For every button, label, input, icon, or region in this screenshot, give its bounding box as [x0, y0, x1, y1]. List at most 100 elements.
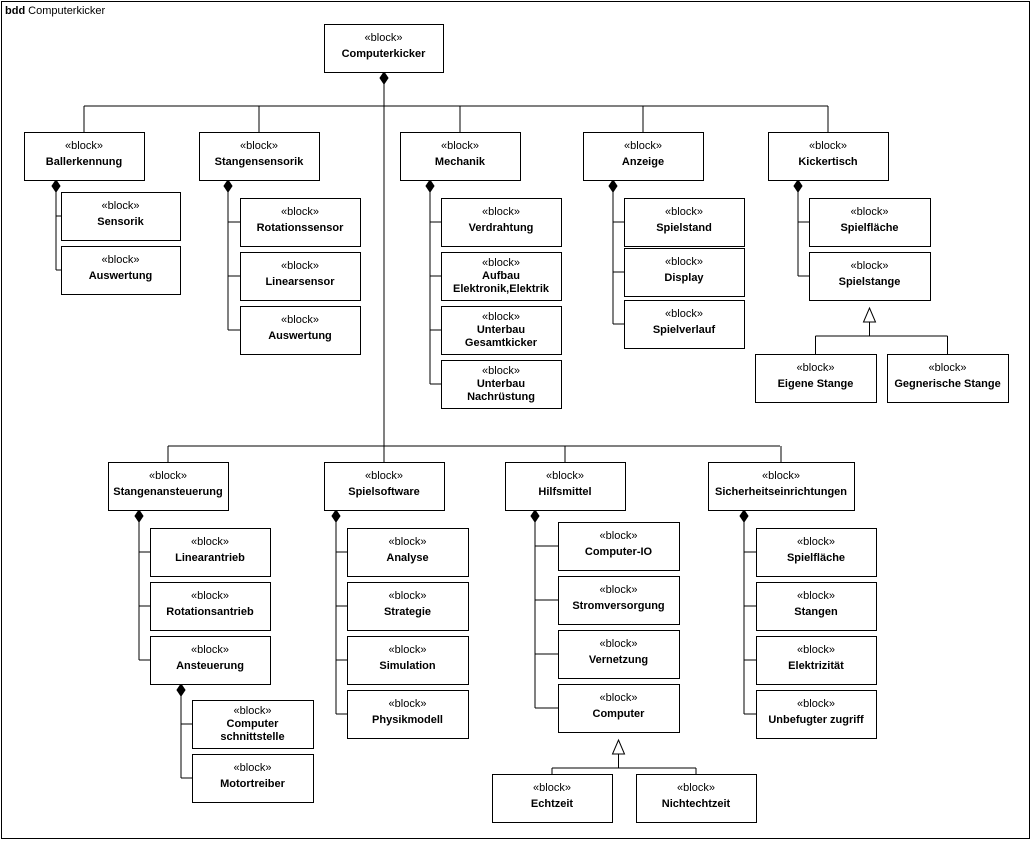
block-stereotype: «block» — [240, 140, 278, 152]
block-box — [558, 522, 680, 571]
block-stereotype: «block» — [665, 256, 703, 268]
block-name: Stangensensorik — [215, 156, 305, 168]
block-box — [324, 462, 445, 511]
block-name: Spielsoftware — [348, 486, 420, 498]
block-box — [756, 690, 877, 739]
block-name: Motortreiber — [220, 778, 286, 790]
block-stereotype: «block» — [797, 590, 835, 602]
block-k_stan: «block»Spielstange — [809, 252, 931, 301]
block-stereotype: «block» — [482, 257, 520, 269]
block-box — [347, 582, 469, 631]
block-name: Eigene Stange — [778, 378, 854, 390]
block-box — [150, 582, 271, 631]
block-name: Linearantrieb — [175, 552, 245, 564]
block-name: Spielstand — [656, 222, 712, 234]
block-h_str: «block»Stromversorgung — [558, 576, 680, 625]
composition-diamond-stsens — [223, 179, 233, 193]
block-stereotype: «block» — [546, 470, 584, 482]
block-stereotype: «block» — [281, 206, 319, 218]
block-box — [558, 630, 680, 679]
block-name: Computer-IO — [585, 546, 653, 558]
block-box — [887, 354, 1009, 403]
block-stereotype: «block» — [533, 782, 571, 794]
block-stereotype: «block» — [191, 644, 229, 656]
composition-diamond-stans — [134, 509, 144, 523]
block-name: Sensorik — [97, 216, 144, 228]
block-box — [756, 528, 877, 577]
block-box — [61, 246, 181, 295]
block-sa_lin: «block» Linearantrieb — [150, 528, 271, 577]
block-stereotype: «block» — [482, 365, 520, 377]
block-stereotype: «block» — [191, 536, 229, 548]
block-name: Auswertung — [268, 330, 332, 342]
block-stereotype: «block» — [482, 311, 520, 323]
block-name: Gegnerische Stange — [894, 378, 1000, 390]
block-stereotype: «block» — [851, 260, 889, 272]
block-name: Stangenansteuerung — [113, 486, 222, 498]
block-name: Sicherheitseinrichtungen — [715, 486, 847, 498]
block-h_ver: «block»Vernetzung — [558, 630, 680, 679]
block-name: Mechanik — [435, 156, 486, 168]
block-box — [636, 774, 757, 823]
block-name: Simulation — [379, 660, 436, 672]
block-box — [768, 132, 889, 181]
block-k_geg: «block»Gegnerische Stange — [887, 354, 1009, 403]
block-si_stan: «block» Stangen — [756, 582, 877, 631]
composition-diamond-kick — [793, 179, 803, 193]
block-name: Echtzeit — [531, 798, 574, 810]
composition-diamond-anz — [608, 179, 618, 193]
block-box — [192, 700, 314, 749]
block-name: Stangen — [794, 606, 838, 618]
block-h_cio: «block»Computer-IO — [558, 522, 680, 571]
block-box — [809, 198, 931, 247]
block-box — [583, 132, 704, 181]
block-sw_st: «block»Strategie — [347, 582, 469, 631]
block-stereotype: «block» — [389, 698, 427, 710]
composition-diamond-soft — [331, 509, 341, 523]
block-box — [240, 252, 361, 301]
generalization-arrow-h_com — [611, 738, 626, 755]
block-baller: «block»Ballerkennung — [24, 132, 145, 181]
block-sw_ph: «block» Physikmodell — [347, 690, 469, 739]
block-name: Ansteuerung — [176, 660, 244, 672]
block-box — [61, 192, 181, 241]
block-sa_rot: «block»Rotationsantrieb — [150, 582, 271, 631]
block-name: Spielfläche — [787, 552, 845, 564]
block-stereotype: «block» — [665, 206, 703, 218]
block-box — [192, 754, 314, 803]
block-name: Display — [664, 272, 704, 284]
block-name: Computerkicker — [342, 48, 426, 60]
block-name: Computer — [593, 708, 646, 720]
block-stereotype: «block» — [234, 762, 272, 774]
block-stereotype: «block» — [762, 470, 800, 482]
block-box — [347, 636, 469, 685]
block-name: Vernetzung — [589, 654, 648, 666]
block-box — [441, 360, 562, 409]
block-box — [441, 306, 562, 355]
block-name: Strategie — [384, 606, 431, 618]
block-a_disp: «block» Display — [624, 248, 745, 297]
block-name: Verdrahtung — [469, 222, 534, 234]
block-stereotype: «block» — [191, 590, 229, 602]
block-stereotype: «block» — [441, 140, 479, 152]
block-stereotype: «block» — [809, 140, 847, 152]
block-box — [324, 24, 444, 73]
block-h_com: «block»Computer — [558, 684, 680, 733]
block-box — [756, 582, 877, 631]
block-box — [505, 462, 626, 511]
block-stereotype: «block» — [102, 200, 140, 212]
block-box — [756, 636, 877, 685]
block-stereotype: «block» — [665, 308, 703, 320]
block-box — [708, 462, 855, 511]
block-name: Physikmodell — [372, 714, 443, 726]
block-name: Ballerkennung — [46, 156, 122, 168]
composition-diamond-baller — [51, 179, 61, 193]
block-h_echt: «block» Echtzeit — [492, 774, 613, 823]
block-box — [150, 636, 271, 685]
block-name: Nichtechtzeit — [662, 798, 731, 810]
composition-diamond-sich — [739, 509, 749, 523]
